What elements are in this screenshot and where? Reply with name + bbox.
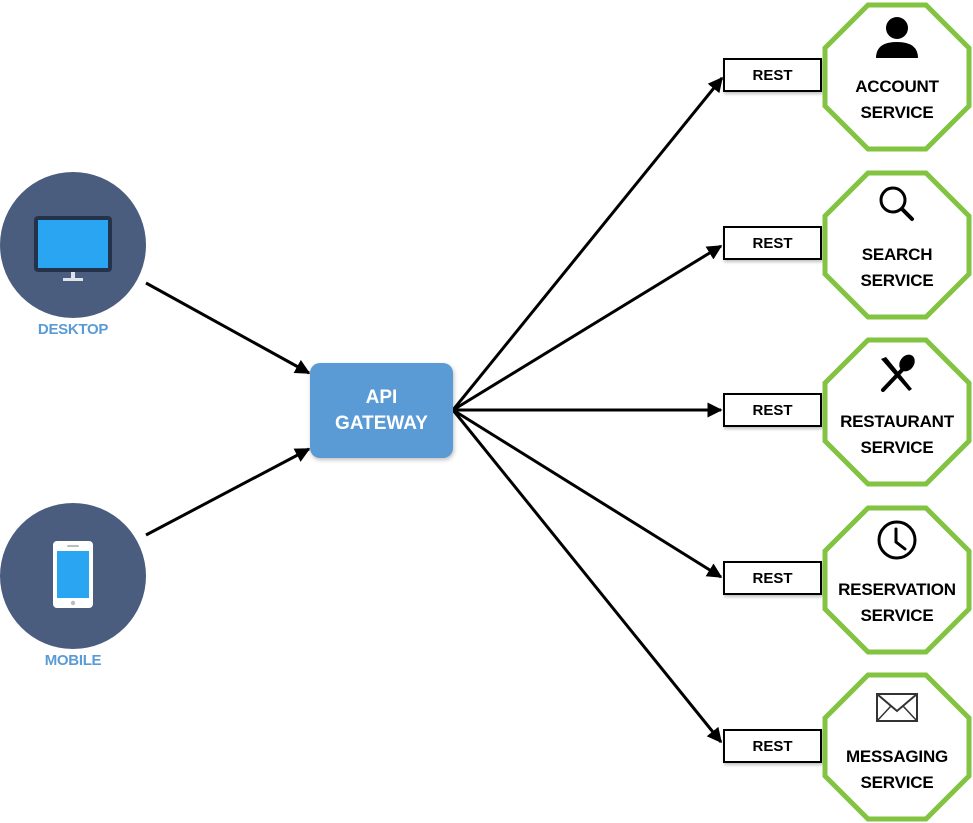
magnifier-icon — [872, 182, 922, 228]
edge-gateway-to-messaging — [451, 409, 723, 744]
octagon-shape — [822, 505, 972, 655]
edge-desktop-to-gateway — [145, 281, 311, 375]
desktop-label: DESKTOP — [37, 321, 109, 338]
edge-gateway-to-search — [452, 244, 723, 412]
octagon-shape — [822, 2, 972, 152]
clock-icon — [872, 517, 922, 563]
fork-spoon-icon — [872, 349, 922, 395]
gateway-label-line1: API — [365, 386, 398, 408]
envelope-icon — [872, 684, 922, 730]
mobile-label: MOBILE — [44, 652, 102, 669]
reservation-service-label: RESERVATION SERVICE — [838, 580, 956, 625]
octagon-shape — [822, 337, 972, 487]
messaging-service-label: MESSAGING SERVICE — [845, 747, 949, 792]
desktop-client-node[interactable] — [0, 172, 146, 318]
edge-mobile-to-gateway — [145, 447, 311, 537]
octagon-shape — [822, 170, 972, 320]
user-icon — [872, 14, 922, 60]
api-gateway-node[interactable]: API GATEWAY — [310, 363, 453, 458]
search-service-node[interactable]: SEARCH SERVICE — [822, 170, 972, 320]
desktop-monitor-icon — [34, 216, 112, 281]
mobile-phone-icon — [53, 541, 93, 608]
edge-gateway-to-reservation — [452, 408, 723, 579]
restaurant-service-node[interactable]: RESTAURANT SERVICE — [822, 337, 972, 487]
account-service-label: ACCOUNT SERVICE — [855, 77, 939, 122]
messaging-service-node[interactable]: MESSAGING SERVICE — [822, 672, 972, 822]
mobile-client-node[interactable] — [0, 503, 146, 649]
rest-label-account: REST — [723, 58, 822, 92]
octagon-shape — [822, 672, 972, 822]
edge-gateway-to-account — [451, 76, 724, 411]
reservation-service-node[interactable]: RESERVATION SERVICE — [822, 505, 972, 655]
gateway-label-line2: GATEWAY — [335, 412, 428, 434]
rest-label-messaging: REST — [723, 729, 822, 763]
rest-label-restaurant: REST — [723, 393, 822, 427]
search-service-label: SEARCH SERVICE — [860, 245, 934, 290]
rest-label-search: REST — [723, 226, 822, 260]
restaurant-service-label: RESTAURANT SERVICE — [840, 412, 954, 457]
rest-label-reservation: REST — [723, 561, 822, 595]
account-service-node[interactable]: ACCOUNT SERVICE — [822, 2, 972, 152]
